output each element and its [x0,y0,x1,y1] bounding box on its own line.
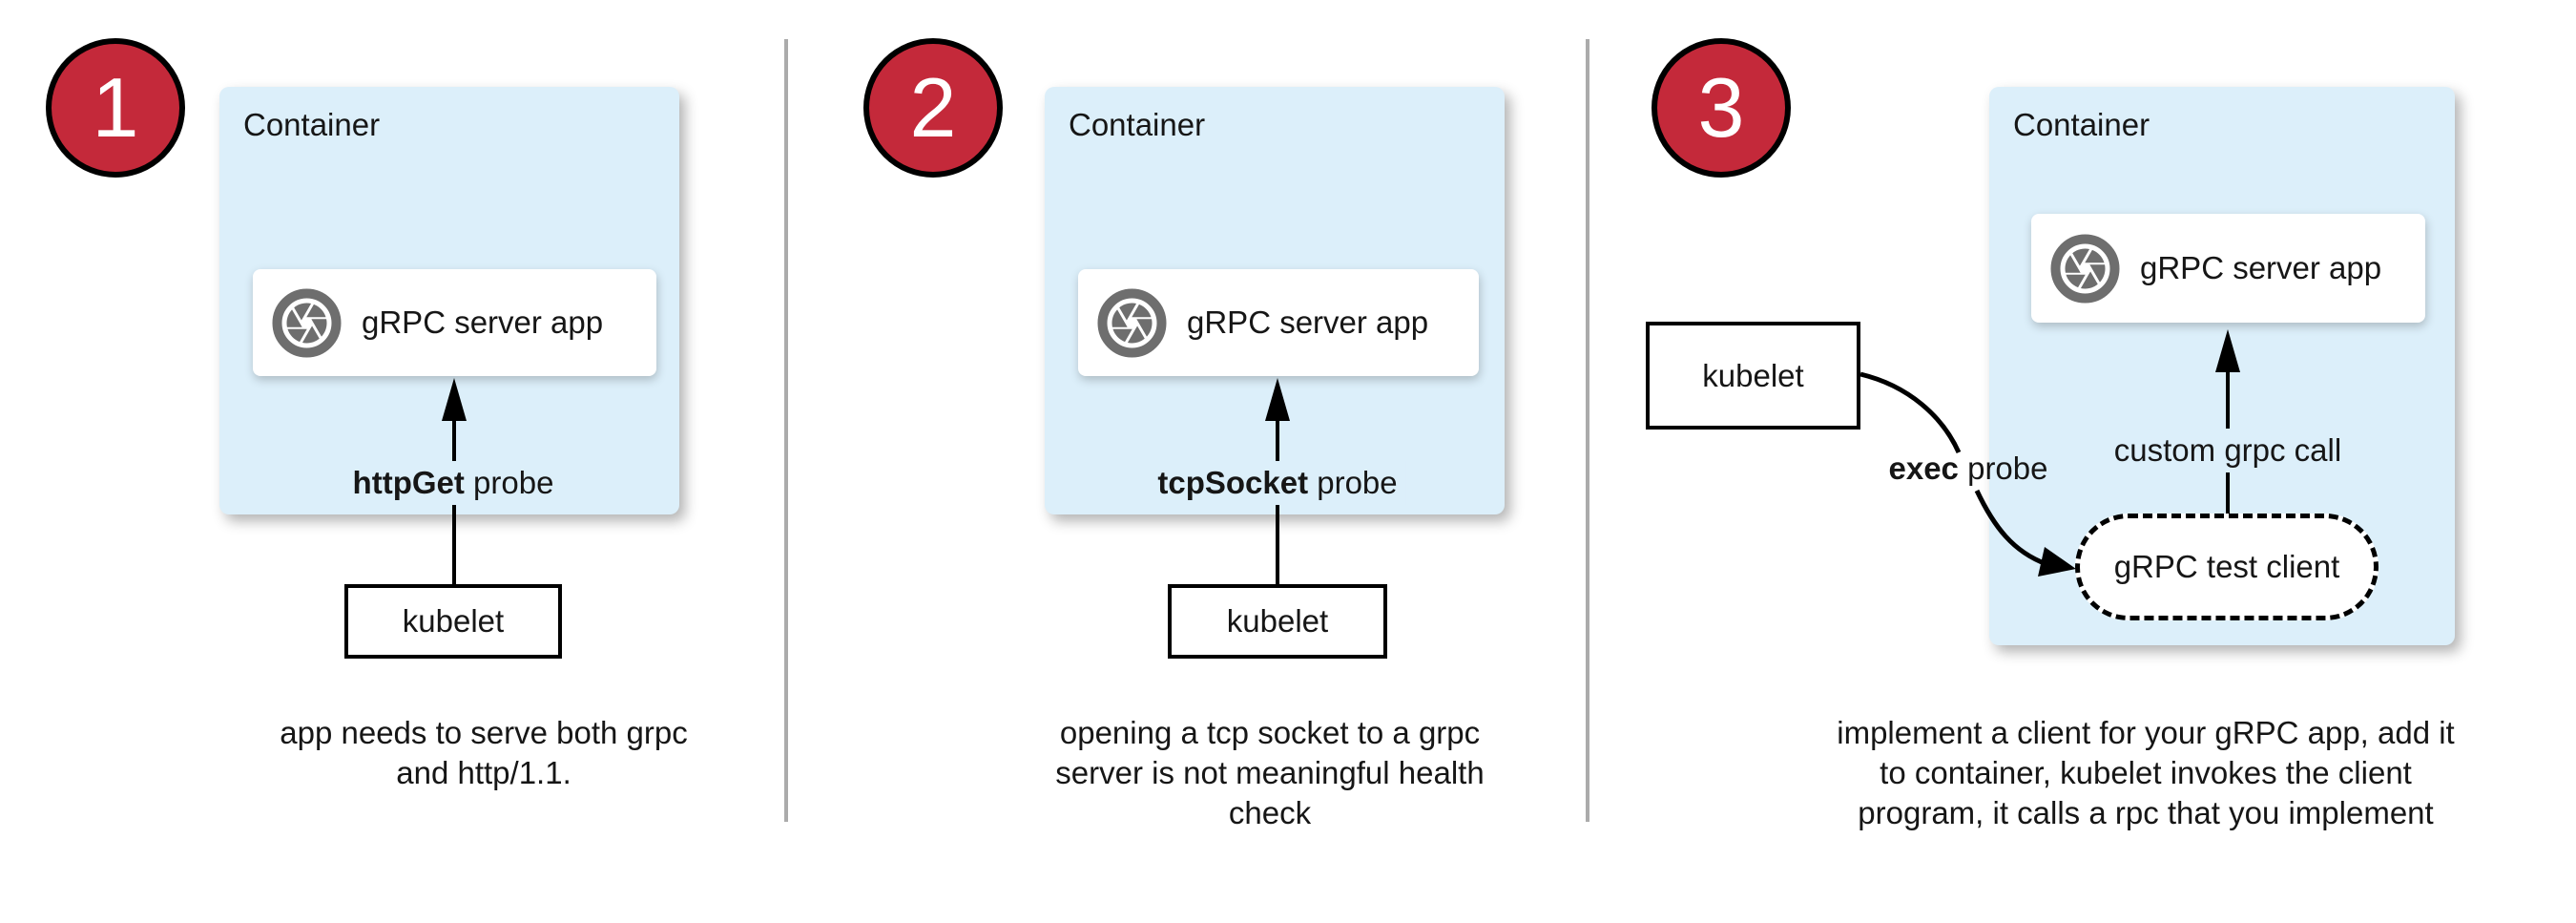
caption-line: program, it calls a rpc that you impleme… [1858,795,2434,830]
exec-probe-arrow-curve-upper [1859,371,1962,454]
aperture-icon [272,288,342,357]
aperture-icon [2050,234,2120,303]
caption-2: opening a tcp socket to a grpc server is… [936,713,1604,833]
caption-1: app needs to serve both grpc and http/1.… [150,713,818,793]
step-badge-3: 3 [1652,38,1791,178]
probe-label-3: exec probe [1880,447,2057,491]
caption-line: to container, kubelet invokes the client [1880,755,2412,790]
caption-line: implement a client for your gRPC app, ad… [1837,715,2455,750]
caption-line: opening a tcp socket to a grpc [1059,715,1481,750]
container-label-2: Container [1069,107,1206,142]
caption-line: and http/1.1. [396,755,571,790]
grpc-server-app-box-3: gRPC server app [2031,214,2425,323]
probe-label-2: tcpSocket probe [1149,461,1406,505]
grpc-server-app-label: gRPC server app [1187,304,1429,340]
kubelet-label: kubelet [1702,357,1804,393]
step-number: 3 [1697,60,1745,155]
probe-suffix: probe [1308,465,1398,500]
grpc-server-app-label: gRPC server app [362,304,604,340]
probe-type: tcpSocket [1157,465,1309,500]
grpc-server-app-box-2: gRPC server app [1078,269,1479,376]
kubelet-label: kubelet [1226,603,1329,639]
caption-line: check [1228,795,1312,830]
probe-type: httpGet [352,465,465,500]
step-badge-2: 2 [863,38,1003,178]
grpc-server-app-label: gRPC server app [2140,250,2382,285]
container-label-1: Container [243,107,381,142]
custom-grpc-call-label: custom grpc call [2105,429,2351,472]
kubelet-box-1: kubelet [344,584,562,659]
aperture-icon [1097,288,1167,357]
step-number: 1 [92,60,139,155]
caption-line: server is not meaningful health [1055,755,1485,790]
kubelet-box-2: kubelet [1168,584,1387,659]
grpc-test-client-label: gRPC test client [2113,549,2340,584]
container-label-3: Container [2013,107,2150,142]
kubelet-box-3: kubelet [1646,322,1860,430]
step-number: 2 [909,60,957,155]
caption-3: implement a client for your gRPC app, ad… [1812,713,2480,833]
caption-line: app needs to serve both grpc [280,715,688,750]
kubelet-label: kubelet [402,603,505,639]
probe-label-1: httpGet probe [343,461,563,505]
step-badge-1: 1 [46,38,185,178]
probe-suffix: probe [464,465,554,500]
grpc-test-client-box: gRPC test client [2075,514,2379,620]
grpc-server-app-box-1: gRPC server app [253,269,656,376]
panel-divider-2 [1586,39,1589,822]
probe-suffix: probe [1958,451,2048,486]
probe-type: exec [1888,451,1959,486]
panel-divider-1 [784,39,788,822]
